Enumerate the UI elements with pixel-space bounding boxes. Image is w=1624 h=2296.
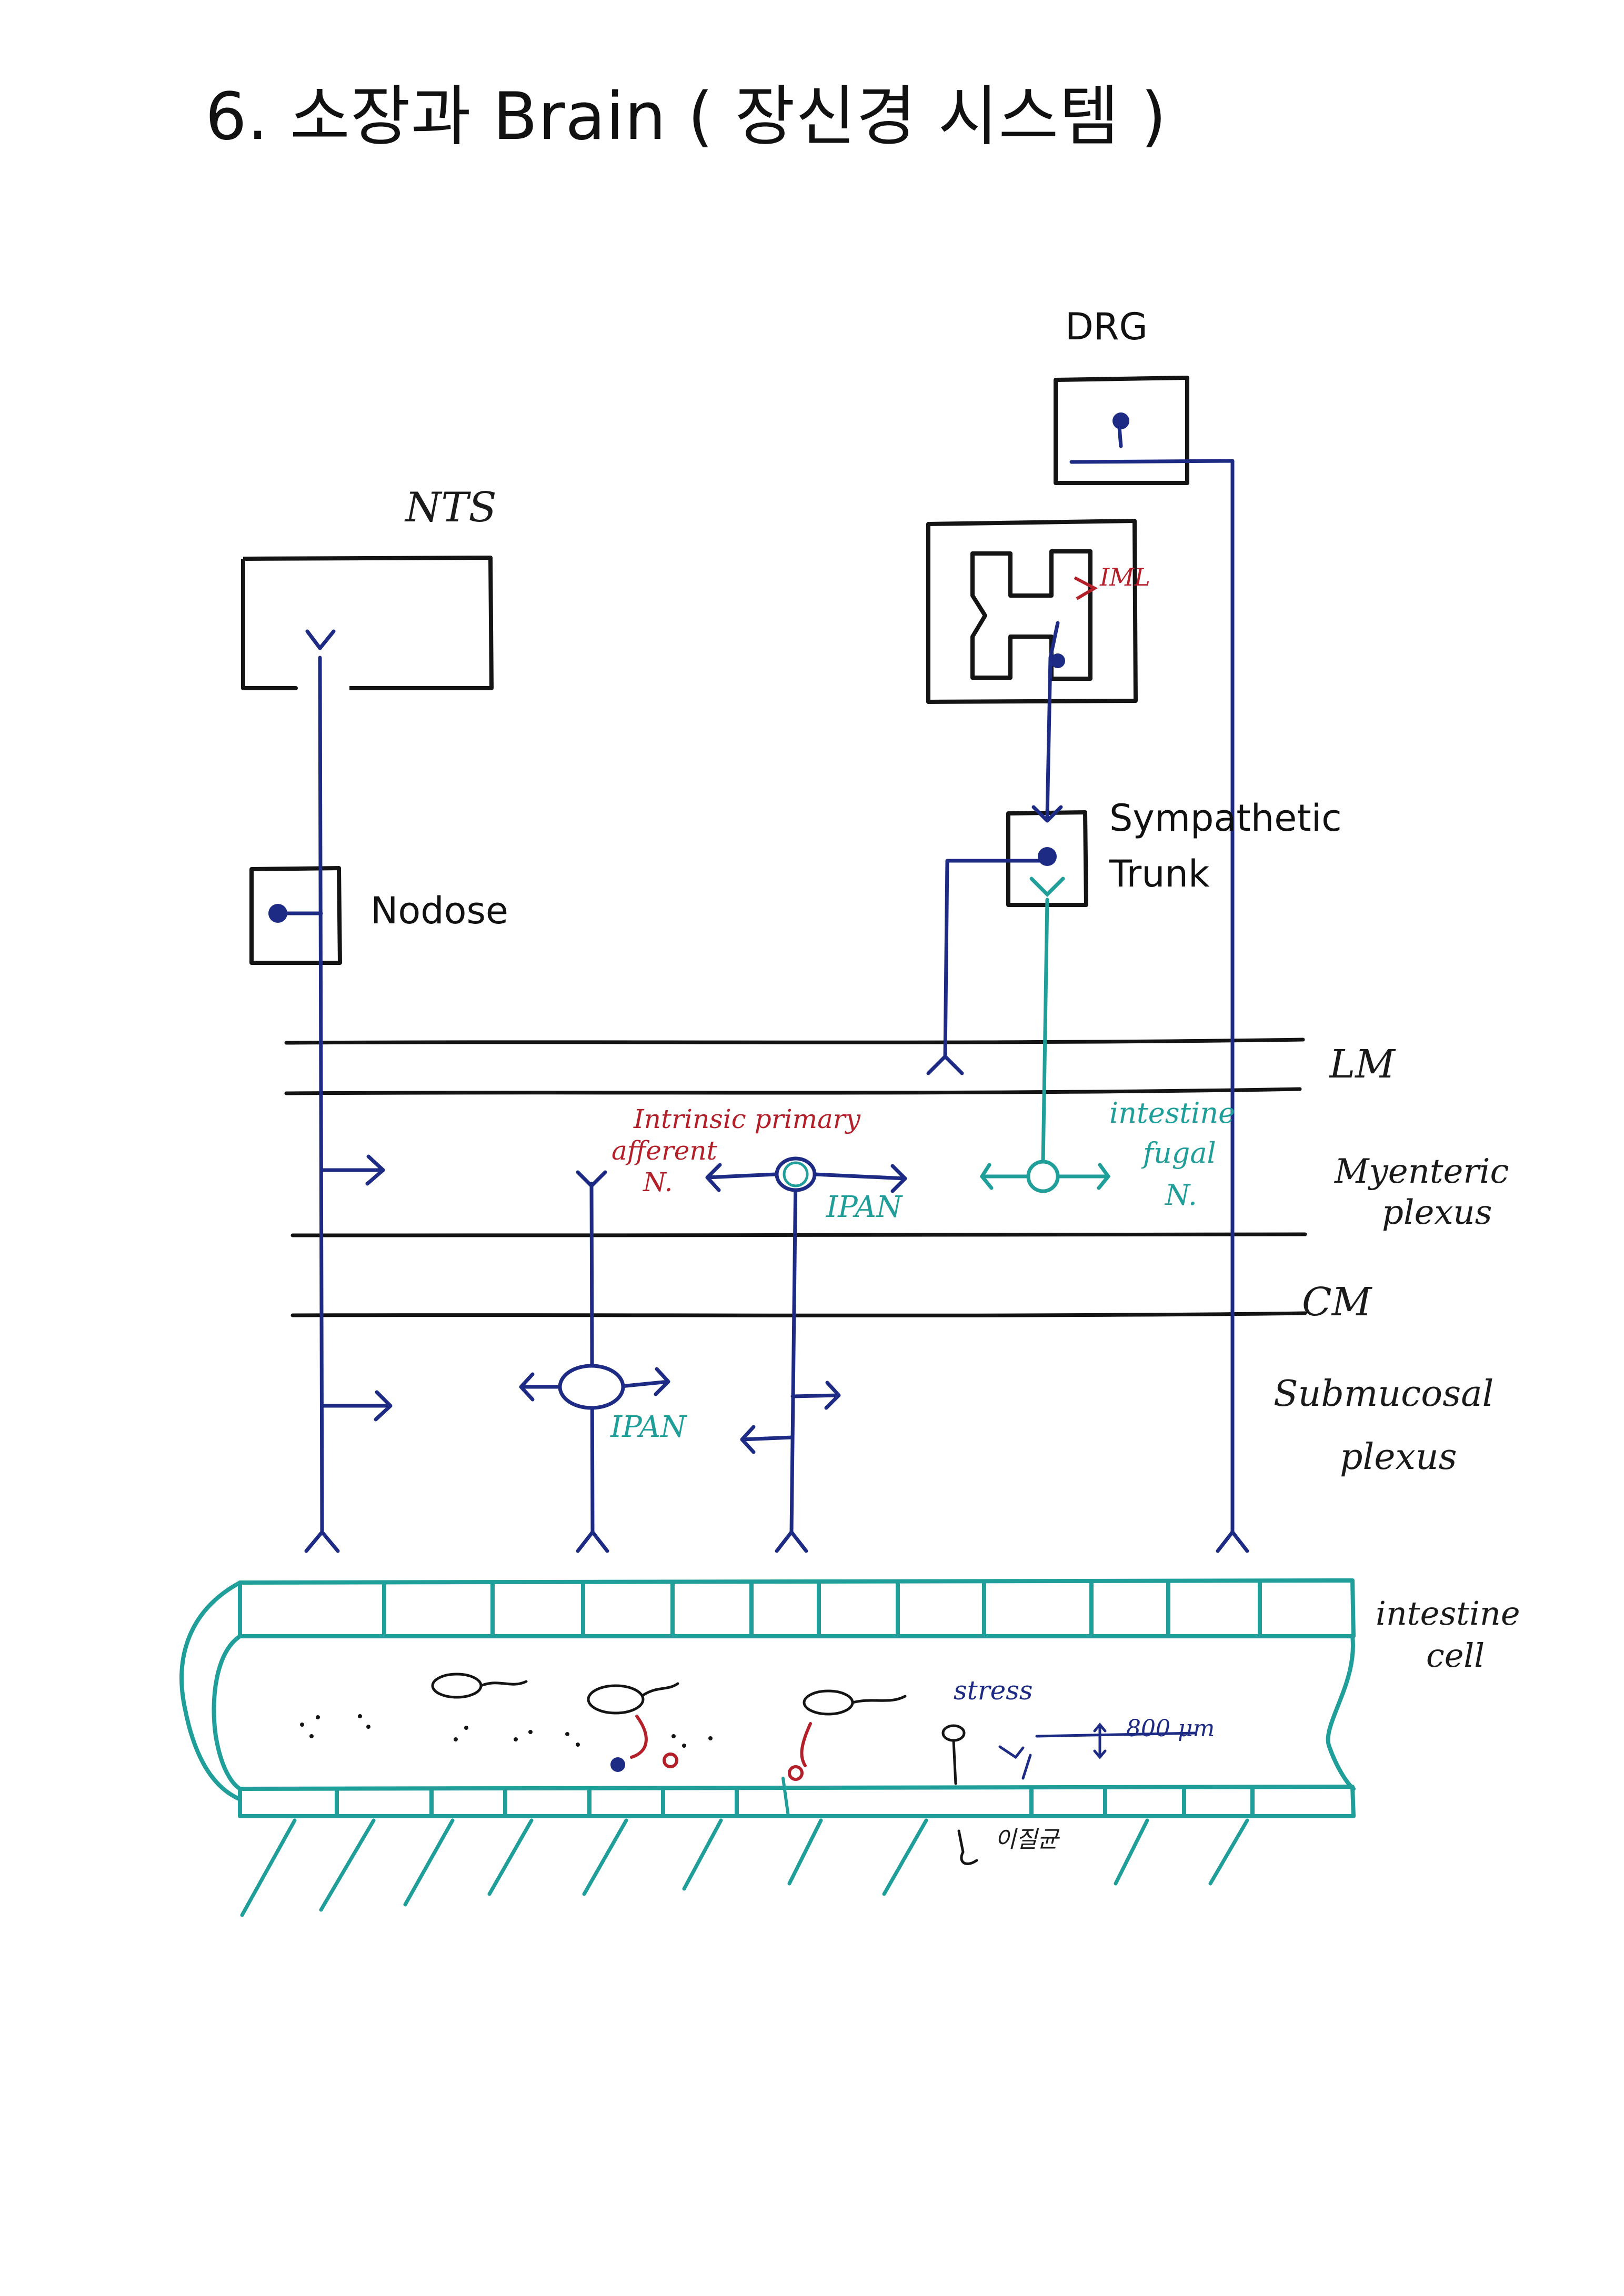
gut-layers xyxy=(284,1038,1307,1317)
ifn-label-line3: N. xyxy=(1165,1179,1197,1212)
intestine-cell-dividers xyxy=(335,1580,1262,1818)
spinal-afferent-fibre xyxy=(1069,459,1235,1534)
ifn-label-line1: intestine xyxy=(1109,1096,1236,1130)
iml-marker xyxy=(1074,576,1098,600)
lm-label: LM xyxy=(1329,1042,1395,1087)
submucosal-ipan-fibre xyxy=(589,1182,595,1534)
drg-neuron xyxy=(1112,412,1129,429)
page-title: 6. 소장과 Brain ( 장신경 시스템 ) xyxy=(205,79,1167,155)
lumen-contents xyxy=(431,1673,978,1866)
trunk-label: Trunk xyxy=(1109,852,1210,895)
lm-line-top xyxy=(284,1038,1305,1045)
submucosal-label: Submucosal xyxy=(1274,1373,1494,1415)
submucosal-ipan-soma xyxy=(558,1364,625,1410)
cilia-label: 이질균 xyxy=(995,1826,1059,1853)
myenteric-plexus-label: plexus xyxy=(1382,1193,1492,1232)
cell-bodies xyxy=(268,412,1129,923)
intrinsic-label-line3: N. xyxy=(643,1167,673,1197)
nodose-label: Nodose xyxy=(370,889,508,932)
thickness-label: 800 μm xyxy=(1126,1715,1215,1742)
cm-label: CM xyxy=(1302,1280,1372,1325)
sympathetic-label: Sympathetic xyxy=(1109,797,1342,840)
submucosal-plexus-label: plexus xyxy=(1340,1436,1457,1478)
cm-line-bottom xyxy=(290,1311,1307,1317)
intrinsic-label-line2: afferent xyxy=(611,1135,717,1166)
iml-neuron xyxy=(1050,653,1065,668)
sympathetic-trunk-box xyxy=(1006,810,1088,907)
submucosal-ipan-label: IPAN xyxy=(610,1410,687,1444)
intestine-cell-label: cell xyxy=(1426,1636,1485,1675)
pathogen-marks xyxy=(610,1715,812,1818)
nts-box xyxy=(241,556,494,690)
trunk-neuron xyxy=(1038,847,1057,866)
intrinsic-label-line1: Intrinsic primary xyxy=(634,1104,860,1134)
nts-label: NTS xyxy=(405,484,497,531)
nerve-fibres xyxy=(276,419,1249,1553)
cm-line-top xyxy=(290,1232,1307,1238)
myenteric-label: Myenteric xyxy=(1335,1152,1509,1191)
bacteria-dots xyxy=(300,1714,713,1748)
ifn-label-line2: fugal xyxy=(1143,1136,1216,1170)
stress-marks xyxy=(998,1723,1196,1780)
sympathetic-efferent xyxy=(979,877,1111,1193)
drg-label: DRG xyxy=(1065,305,1148,348)
myenteric-ipan-label: IPAN xyxy=(826,1190,903,1224)
drg-box xyxy=(1054,376,1189,485)
stress-label: stress xyxy=(954,1675,1033,1706)
myenteric-ipan-fibre xyxy=(789,1172,798,1534)
intestine-label: intestine xyxy=(1376,1594,1520,1633)
vagal-afferent-fibre xyxy=(318,656,324,1534)
spinal-cord-box xyxy=(926,519,1138,704)
iml-label: IML xyxy=(1100,563,1150,591)
mucosa-hatching xyxy=(240,1818,1249,1917)
nodose-box xyxy=(249,866,342,965)
myenteric-ipan-ring xyxy=(783,1161,809,1187)
intestine-tube xyxy=(179,1578,1356,1917)
nodose-neuron xyxy=(268,904,287,923)
lm-line-bottom xyxy=(284,1087,1302,1095)
